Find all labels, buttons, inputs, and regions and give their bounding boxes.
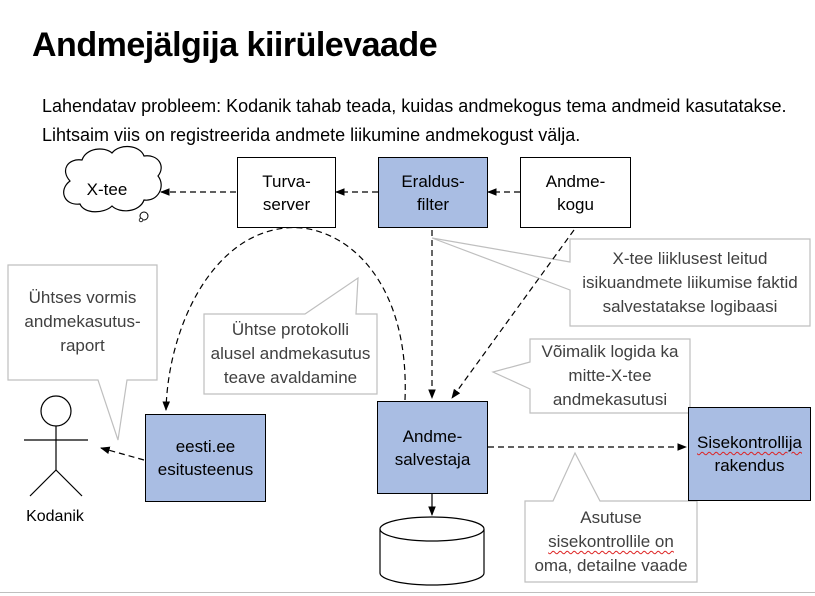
callout-protokoll-shape — [203, 276, 378, 395]
asutus-line-1: Asutuse — [580, 508, 642, 527]
callout-asutus: Asutuse sisekontrollile on oma, detailne… — [525, 503, 697, 581]
xtee-label: X-tee — [86, 180, 128, 199]
kodanik-label: Kodanik — [26, 508, 84, 525]
asutus-line-3: oma, detailne vaade — [534, 556, 688, 575]
slide-bottom-rule — [0, 592, 815, 593]
andmesalvestaja-box: Andme- salvestaja — [377, 401, 488, 494]
xtee-cloud-bubble-small — [138, 217, 144, 223]
problem-statement: Lahendatav probleem: Kodanik tahab teada… — [42, 96, 787, 145]
eraldusfilter-box: Eraldus- filter — [378, 157, 488, 228]
callout-asutus-shape — [524, 451, 698, 583]
callout-mitte-xtee-shape — [491, 338, 691, 414]
sisekontrollija-rakendus-box: Sisekontrollija rakendus — [688, 407, 811, 501]
callout-raport-shape — [7, 264, 158, 441]
kodanik-figure — [24, 395, 88, 497]
sisekontrollija-label: Sisekontrollija — [697, 433, 802, 452]
callout-logibaas-shape — [431, 237, 811, 327]
callout-logibaas: X-tee liiklusest leitud isikuandmete lii… — [582, 248, 798, 316]
callout-mitte-xtee: Võimalik logida ka mitte-X-tee andmekasu… — [541, 342, 679, 409]
arrow-eesti-to-kodanik — [100, 446, 145, 461]
eesti-esitusteenus-box: eesti.ee esitusteenus — [145, 414, 266, 502]
callout-raport: Ühtses vormis andmekasutus- raport — [24, 288, 141, 355]
xtee-cloud — [63, 146, 162, 213]
andmekogu-box: Andme- kogu — [520, 157, 631, 228]
rakendus-label: rakendus — [714, 456, 785, 475]
arrow-salvestaja-to-eesti — [162, 226, 406, 411]
turvaserver-box: Turva- server — [237, 157, 336, 228]
database-cylinder — [379, 516, 485, 586]
asutus-line-2: sisekontrollile on — [548, 532, 674, 551]
callout-protokoll: Ühtse protokolli alusel andmekasutus tea… — [210, 320, 371, 387]
slide-title: Andmejälgija kiirülevaade — [32, 26, 438, 64]
xtee-cloud-bubble — [139, 211, 149, 221]
arrow-andmekogu-to-salvestaja — [451, 229, 575, 399]
